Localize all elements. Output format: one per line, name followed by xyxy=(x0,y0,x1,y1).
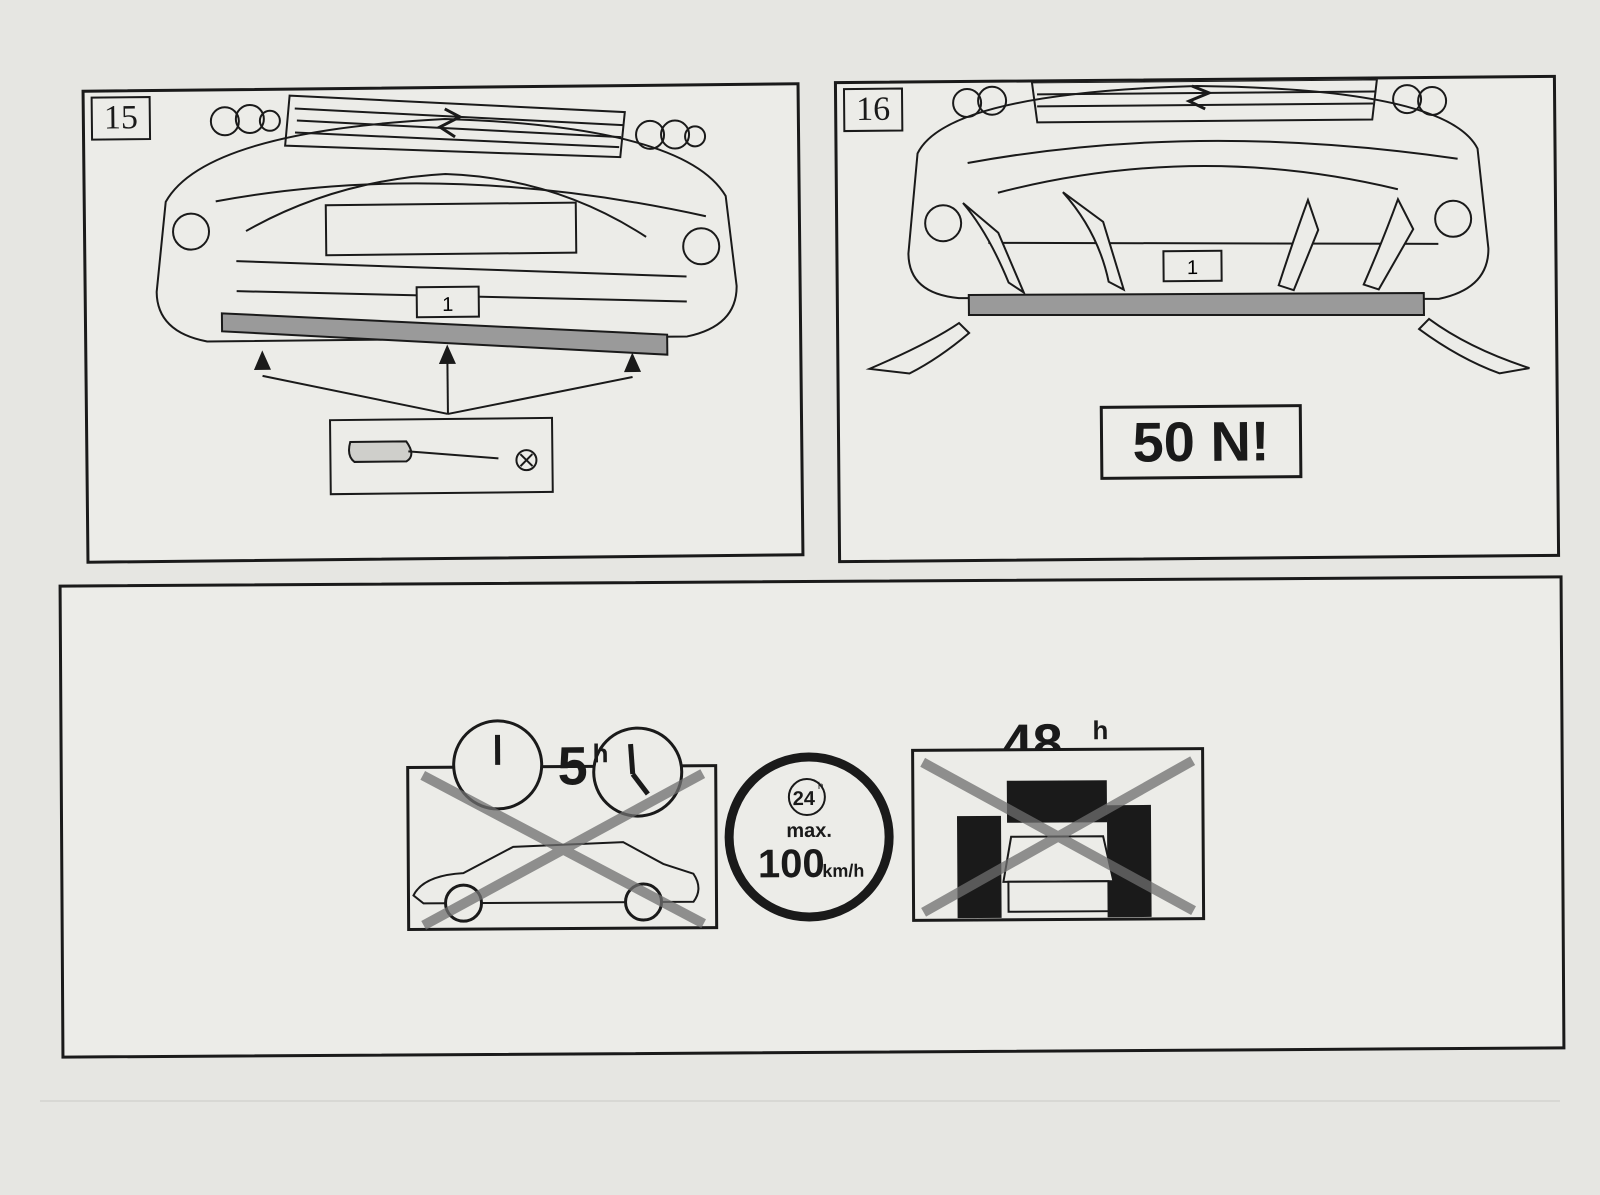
fog-light-right-icon xyxy=(1435,201,1471,237)
step-16-illustration: 1 xyxy=(837,78,1556,404)
notices-panel: 5 h 24 h max. 100 km/h xyxy=(59,575,1566,1058)
force-label: 50 N! xyxy=(1100,404,1303,480)
headlight-left-icon xyxy=(211,105,280,136)
plate-label: 1 xyxy=(442,294,453,316)
speed-unit: km/h xyxy=(822,861,864,881)
fog-light-left-icon xyxy=(173,213,209,249)
speed-value: 100 xyxy=(758,842,825,886)
fog-light-left-icon xyxy=(925,205,961,241)
speed-limit-sign: 24 h max. 100 km/h xyxy=(729,757,890,918)
step-number: 15 xyxy=(91,96,151,141)
wait-time-notice: 5 h xyxy=(407,720,716,930)
hands-icon xyxy=(868,188,1530,379)
car-wash-unit: h xyxy=(1092,715,1108,745)
speed-label: max. xyxy=(786,820,832,842)
spoiler-lip xyxy=(969,291,1424,319)
next-page-edge xyxy=(40,1100,1560,1195)
speed-duration-unit: h xyxy=(818,781,824,792)
wait-time-value: 5 xyxy=(558,736,588,796)
logo-icon xyxy=(440,109,460,137)
plate-label: 1 xyxy=(1187,257,1198,279)
fog-light-right-icon xyxy=(683,228,719,264)
step-16-panel: 16 1 xyxy=(834,75,1560,563)
speed-duration: 24 xyxy=(793,788,816,810)
step-15-illustration: 1 xyxy=(85,85,802,560)
notices-illustration: 5 h 24 h max. 100 km/h xyxy=(62,578,1563,1055)
plate-recess xyxy=(326,203,577,256)
wait-time-unit: h xyxy=(593,738,609,768)
step-15-panel: 15 xyxy=(82,82,805,563)
no-car-wash-notice: 48 h xyxy=(912,713,1203,921)
grille xyxy=(285,92,626,161)
